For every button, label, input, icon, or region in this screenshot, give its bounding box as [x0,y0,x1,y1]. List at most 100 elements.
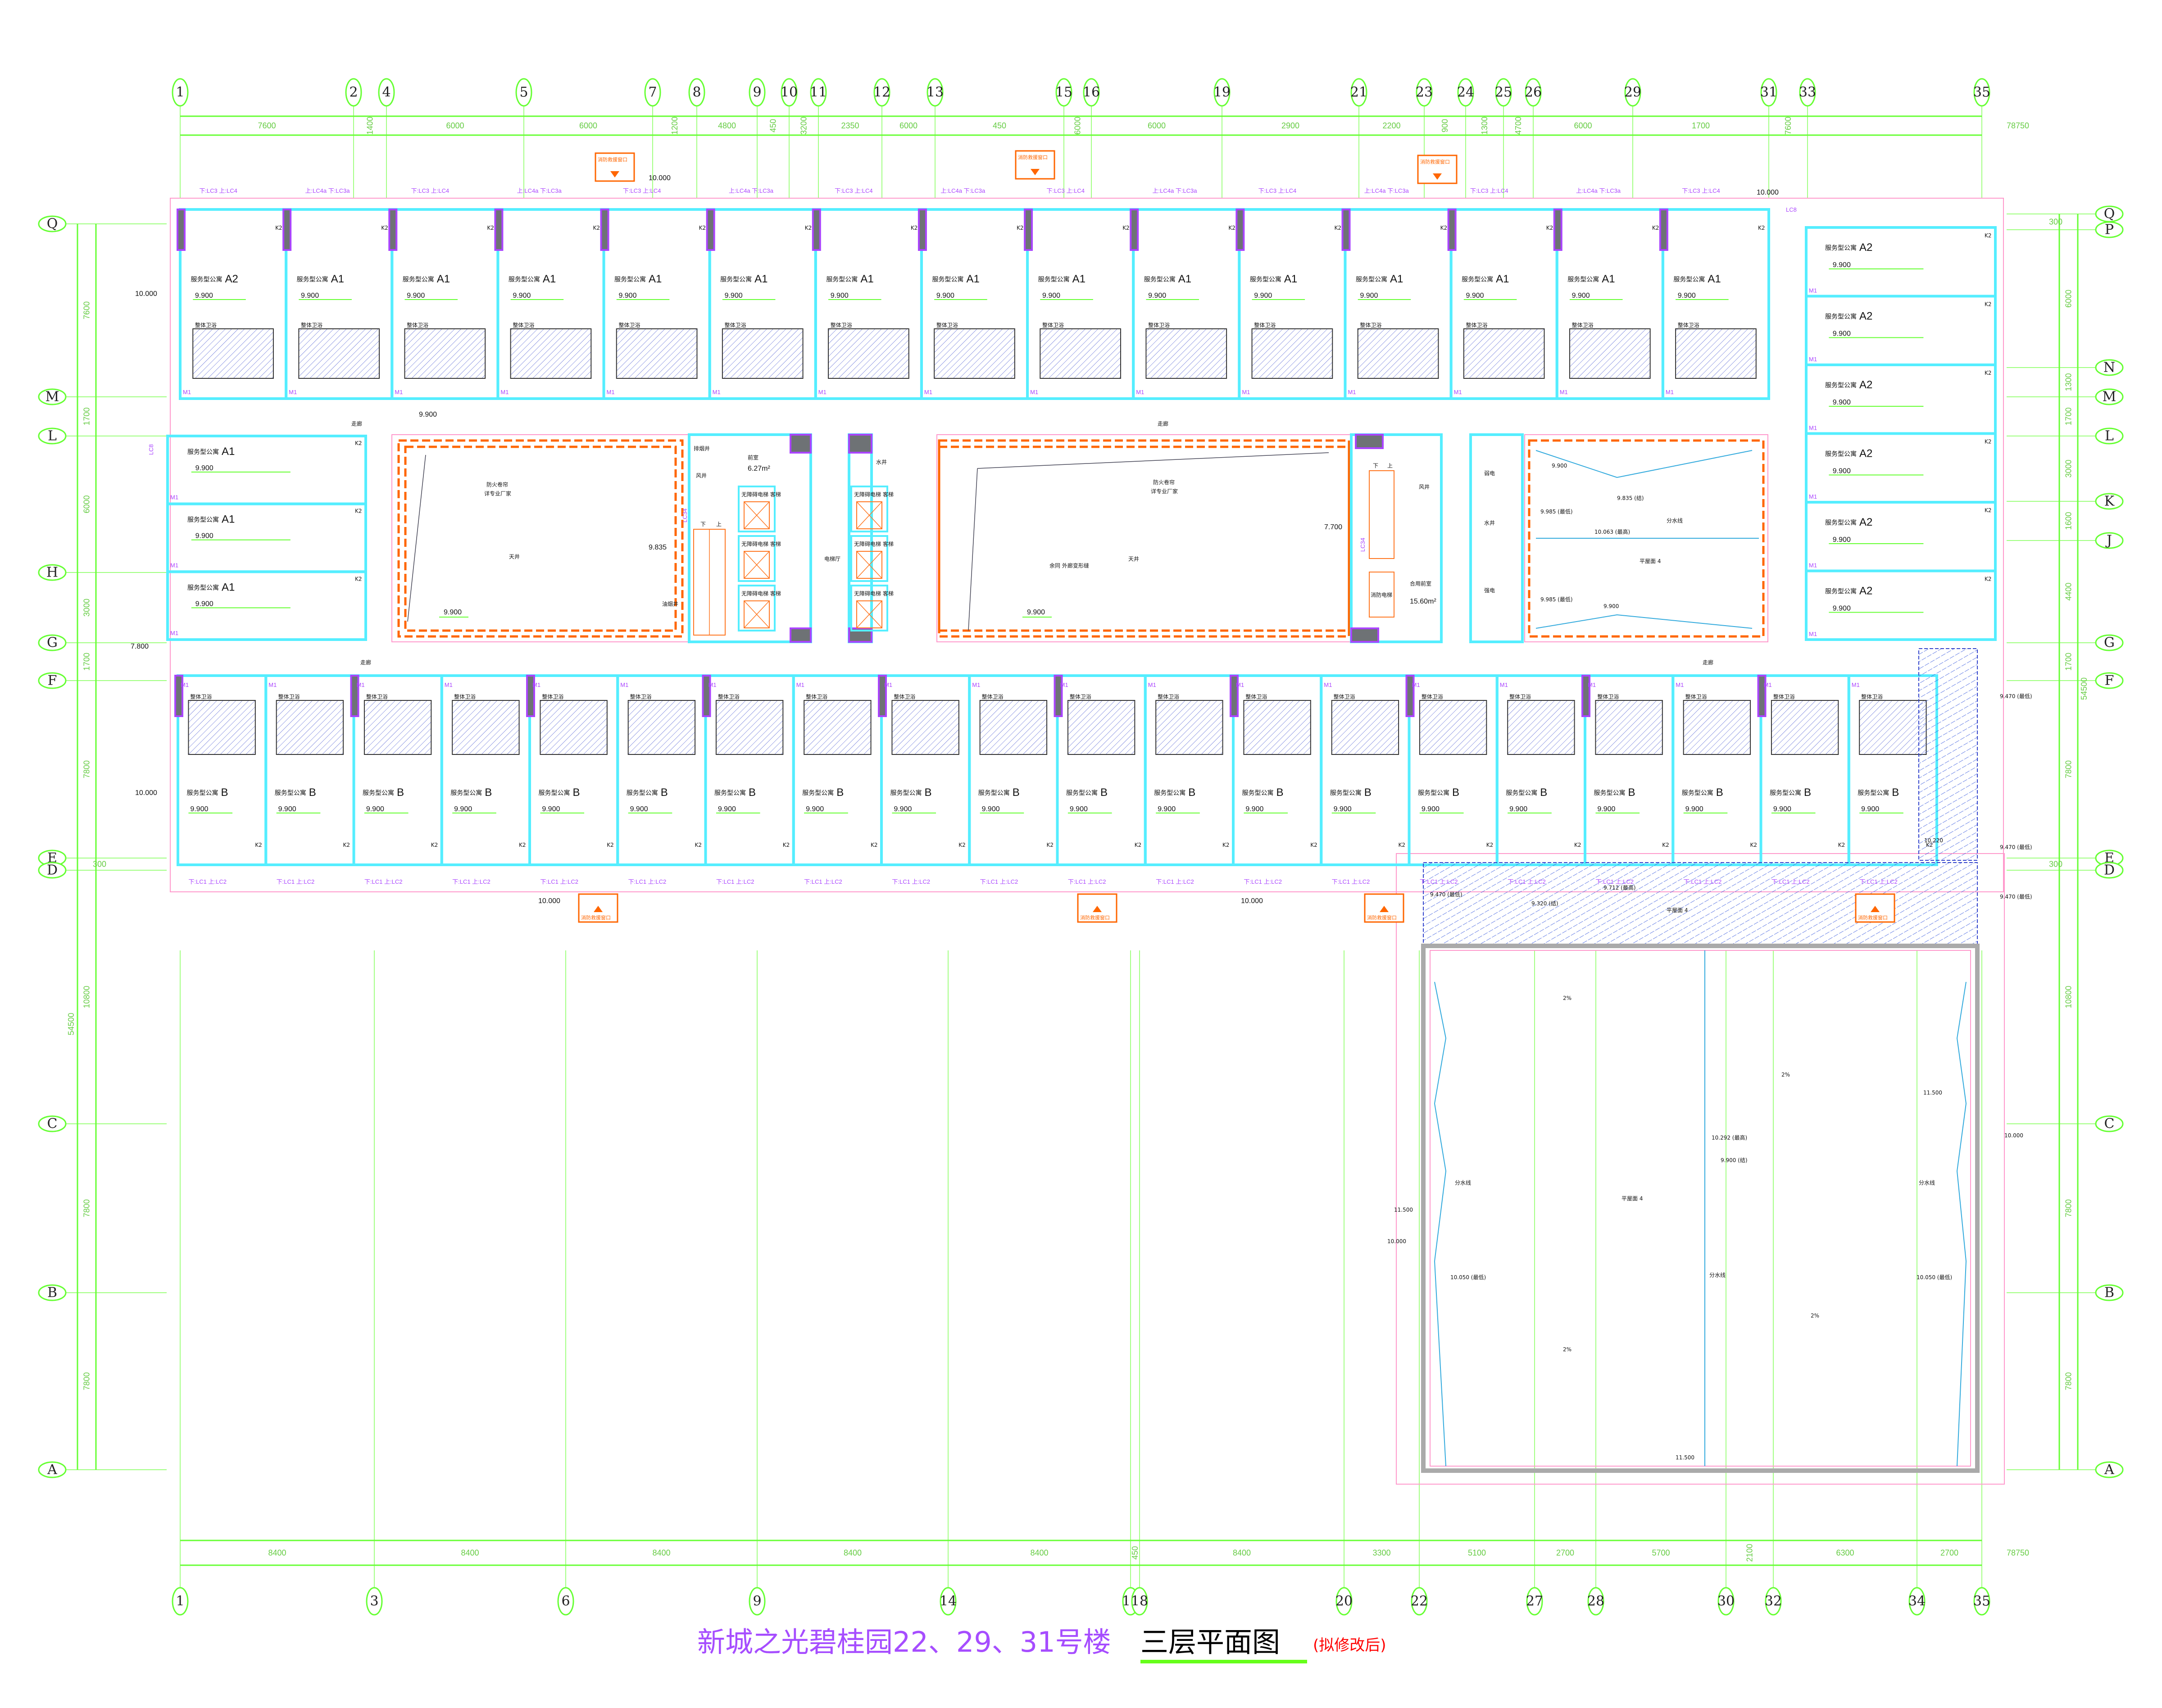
elevator-cross [744,551,770,579]
bathroom-pod [1155,700,1223,755]
elevator-bank-center-geometry [850,486,888,631]
bathroom-pod [1683,700,1751,755]
bathroom-pod [1859,700,1927,755]
door-tag: M1 [1242,389,1250,395]
unit-floor-elevation: 9.900 [195,600,213,608]
window-tag: 下:LC1 上:LC2 [1684,878,1722,885]
unit-floor-elevation: 9.900 [454,805,472,813]
window-tag: 下:LC1 上:LC2 [1508,878,1546,885]
unit-code: A1 [754,273,768,285]
axis-label: F [48,673,57,689]
bathroom-pod [452,700,520,755]
top-axis-bubble: 4 [378,78,395,107]
axis-label: 31 [1760,85,1777,100]
fire-rescue-window: 消防救援窗口 [1018,154,1048,160]
unit-code: B [1100,786,1108,799]
axis-label: A [2104,1462,2114,1478]
window-tag: 上:LC4a 下:LC3a [517,187,562,194]
unit-floor-elevation: 9.900 [718,805,736,813]
left-elevator-geometry [738,535,776,582]
unit-code: B [309,786,316,799]
unit-type-label: 服务型公寓 [1825,313,1857,321]
unit-type-label: 服务型公寓 [539,789,570,797]
axis-label: 12 [873,85,890,100]
atrium-center-geometry [936,434,1352,642]
elevator-shaft [738,585,776,631]
bath-label: 整体卫浴 [1678,322,1699,328]
facade-elev-lower: 10.000 [1387,1238,1406,1245]
bottom-unit-geometry [528,674,619,866]
left-axis-bubble: G [38,634,67,651]
unit-floor-elevation: 9.900 [190,805,208,813]
right-axis-bubble: F [2095,672,2124,689]
left-unit-geometry [166,570,367,641]
bath-label: 整体卫浴 [1334,693,1355,700]
axis-circle [1973,1587,1990,1616]
window-tag-lc8: LC8 [148,444,154,455]
top-total-label: 78750 [2007,121,2029,130]
axis-label: 3 [370,1594,378,1609]
window-tag: 下:LC1 上:LC2 [1420,878,1458,885]
axis-label: G [47,635,58,651]
oil-shaft-left: 油烟井 [662,601,678,607]
fire-curtain-band [397,439,684,638]
fire-window-label: 消防救援窗口 [581,914,611,921]
bath-label: 整体卫浴 [618,322,640,328]
unit-floor-elevation: 9.900 [366,805,384,813]
stair-up-right: 上 [1387,463,1393,469]
unit-floor-elevation: 9.900 [618,292,636,300]
bathroom-pod [627,700,696,755]
elevator-cross [856,501,882,529]
arrow-icon [1433,173,1442,180]
ac-tag: K2 [1440,225,1448,231]
right-dim-label: 300 [2049,860,2062,869]
left-axis-bubble: B [38,1284,67,1301]
window-tag: 上:LC4a 下:LC3a [1576,187,1621,194]
fire-window-label: 消防救援窗口 [598,156,627,163]
divide-line-lower: 分水线 [1709,1272,1726,1278]
axis-label: 27 [1526,1594,1543,1609]
bathroom-pod [192,328,274,379]
unit-floor-elevation: 9.900 [1070,805,1088,813]
unit-code: B [1452,786,1459,799]
bath-label: 整体卫浴 [278,693,300,700]
axis-label: E [47,850,57,866]
axis-label: A [47,1462,57,1478]
roof-lower-470a: 9.470 (最低) [1430,891,1463,898]
bottom-dim-label: 3300 [1372,1549,1390,1558]
window-tag: 下:LC1 上:LC2 [364,878,403,885]
ac-tag: K2 [1047,842,1054,848]
bottom-axis-bubble: 32 [1765,1587,1782,1616]
roof-lower-470b: 9.470 (最低) [2000,693,2032,700]
ac-tag: K2 [355,576,362,582]
top-dim-label: 1400 [366,117,375,135]
door-tag: M1 [1809,287,1817,294]
axis-circle [2095,634,2124,651]
axis-circle [1131,1587,1148,1616]
axis-circle [515,78,532,107]
right-dimension-labels: QPNMLKJGFEDCBA30060001300170030001600440… [2049,205,2124,1478]
front-room-left-area: 6.27m² [748,465,770,472]
ac-tag: K2 [1985,232,1992,239]
bottom-unit-geometry [968,674,1059,866]
unit-floor-elevation: 9.900 [1833,330,1851,338]
axis-circle [749,78,766,107]
ac-tag: K2 [1662,842,1669,848]
ac-tag: K2 [487,225,494,231]
axis-circle [2095,672,2124,689]
window-tag: 下:LC3 上:LC4 [1046,187,1085,194]
window-tag: 下:LC3 上:LC4 [411,187,450,194]
fire-curtain-band [1528,439,1765,638]
axis-circle [1717,1587,1735,1616]
unit-code: A2 [1859,585,1872,597]
ac-tag: K2 [695,842,702,848]
fire-window-label: 消防救援窗口 [1367,914,1397,921]
